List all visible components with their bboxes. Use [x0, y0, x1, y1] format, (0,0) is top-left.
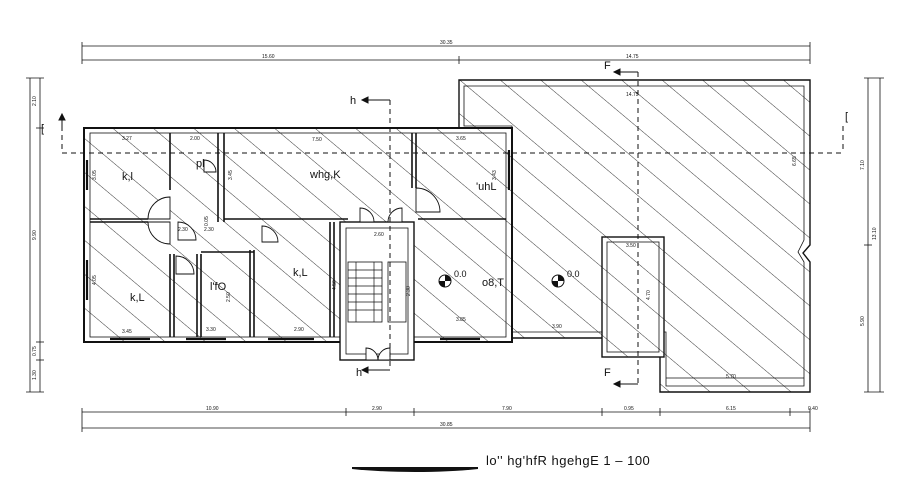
small-tower	[601, 236, 665, 358]
dim-right-2: 13.10	[872, 227, 878, 240]
dim-inner-3: 7.50	[312, 137, 322, 143]
dim-inner-11: 4.05	[92, 275, 98, 285]
section-mark-h-bottom: h	[356, 367, 362, 379]
dim-top-right: 14.75	[626, 54, 639, 60]
dim-inner-13: 3.30	[206, 327, 216, 333]
plan-title: lo'' hg'hfR hgehgE 1 – 100	[486, 453, 650, 468]
room-label-2: pl	[196, 158, 205, 170]
dim-bottom-1: 10.90	[206, 406, 219, 412]
level-marker-2: 0.0	[551, 269, 580, 288]
main-house	[83, 127, 513, 361]
dim-inner-10: 2.30	[204, 227, 214, 233]
dim-inner-17: 2.30	[406, 286, 412, 296]
title-underline	[352, 467, 478, 472]
room-label-6: l'fO	[210, 281, 227, 293]
dim-left-1: 2.10	[32, 96, 38, 106]
dim-inner-12: 3.45	[122, 329, 132, 335]
section-mark-h-top: h	[350, 95, 356, 107]
room-label-1: k,l	[122, 171, 133, 183]
dim-inner-23: 3.50	[626, 243, 636, 249]
dimension-lines	[26, 42, 884, 432]
section-lines	[61, 72, 844, 384]
dim-bottom-2: 2.90	[372, 406, 382, 412]
dim-inner-14: 2.90	[294, 327, 304, 333]
dim-top-total: 30.35	[440, 40, 453, 46]
dim-top-left: 15.60	[262, 54, 275, 60]
level-value-2: 0.0	[567, 269, 580, 279]
dim-inner-20: 5.70	[726, 374, 736, 380]
room-label-5: k,L	[130, 292, 145, 304]
dim-inner-5: 3.05	[92, 170, 98, 180]
level-marker-1: 0.0	[438, 269, 467, 288]
room-label-4: 'uhL	[476, 181, 496, 193]
dim-bottom-total: 30.85	[440, 422, 453, 428]
section-mark-f-top: F	[604, 60, 611, 72]
dim-inner-21: 4.70	[646, 290, 652, 300]
dim-right-1: 7.10	[860, 160, 866, 170]
level-value-1: 0.0	[454, 269, 467, 279]
dim-inner-7: 3.43	[492, 170, 498, 180]
dim-inner-16: 2.50	[226, 292, 232, 302]
dim-inner-15: 4.50	[332, 280, 338, 290]
dim-bottom-6: 0.40	[808, 406, 818, 412]
dim-inner-19: 3.90	[552, 324, 562, 330]
dim-inner-24: 2.30	[178, 227, 188, 233]
dim-bottom-3: 7.90	[502, 406, 512, 412]
room-label-7: k,L	[293, 267, 308, 279]
dim-inner-2: 2.00	[190, 136, 200, 142]
dim-right-3: 5.90	[860, 316, 866, 326]
dim-bottom-5: 6.15	[726, 406, 736, 412]
dim-bottom-4: 0.95	[624, 406, 634, 412]
dim-left-2: 9.90	[32, 230, 38, 240]
dim-top-inner: 14.75	[626, 92, 639, 98]
room-label-3: whg,K	[309, 169, 341, 181]
dim-inner-18: 3.85	[456, 317, 466, 323]
dim-inner-1: 3.27	[122, 136, 132, 142]
dim-inner-6: 3.45	[228, 170, 234, 180]
dim-left-3: 0.75	[32, 346, 38, 356]
dim-inner-8: 0.05	[204, 216, 210, 226]
dim-inner-22: 6.65	[792, 156, 798, 166]
stair-core	[339, 221, 415, 361]
dim-inner-4: 3.65	[456, 136, 466, 142]
section-mark-f-bottom: F	[604, 367, 611, 379]
room-label-8: o8,T	[482, 277, 504, 289]
dim-left-4: 1.30	[32, 370, 38, 380]
dim-inner-9: 2.60	[374, 232, 384, 238]
section-mark-right: [	[845, 111, 848, 123]
section-arrows	[58, 68, 638, 388]
section-mark-left: [	[41, 123, 44, 135]
